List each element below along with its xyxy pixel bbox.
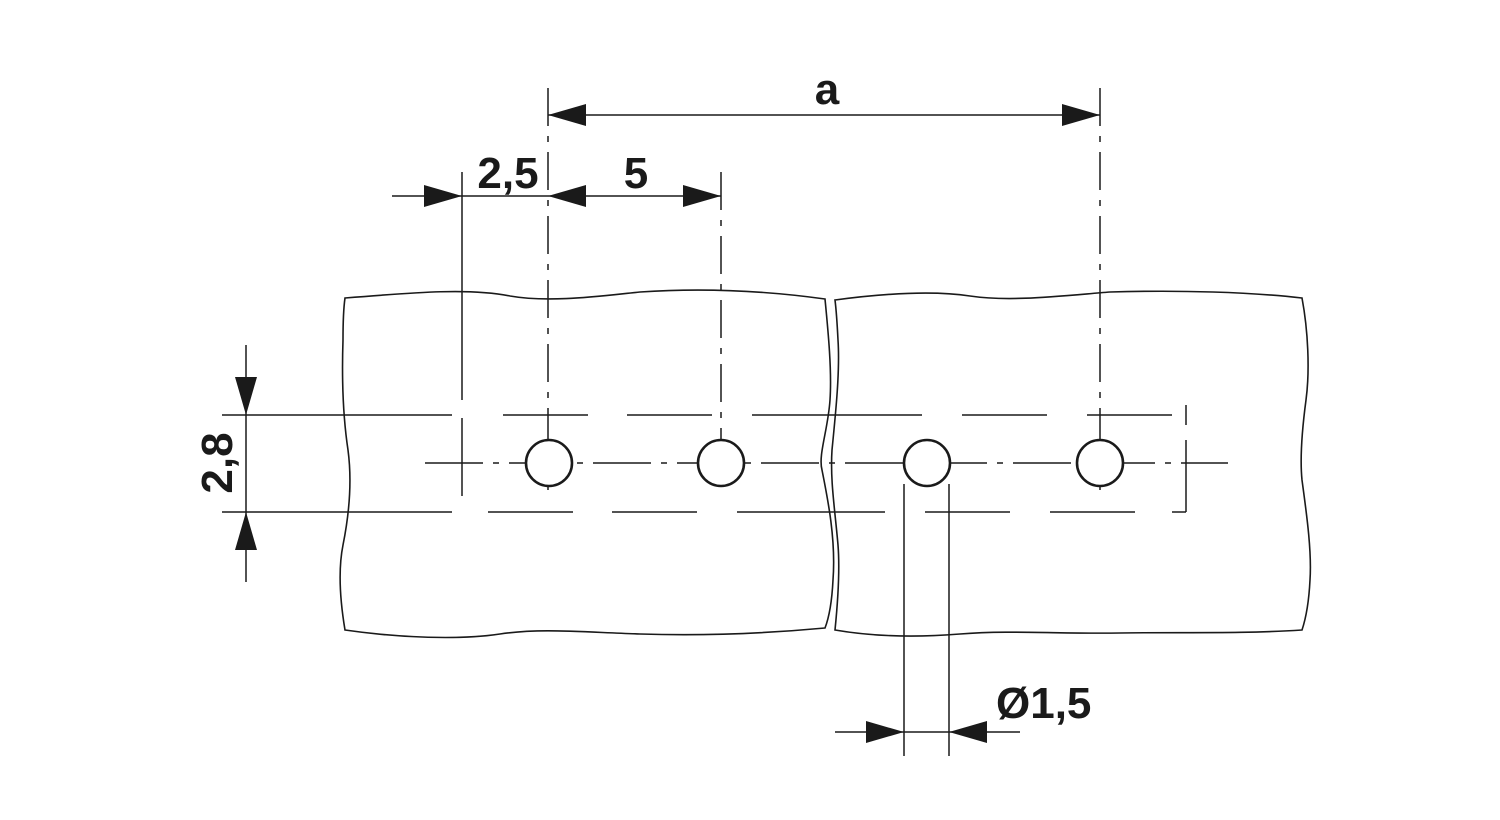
dimension-a-arrow-right — [1062, 104, 1100, 126]
hole-4 — [1075, 438, 1125, 488]
diameter-arrow-right — [949, 721, 987, 743]
dimension-5-arrow-right — [683, 185, 721, 207]
dimension-2-8-arrow-top — [235, 377, 257, 415]
dimension-2-5-arrow — [424, 185, 462, 207]
dimension-a-label: a — [815, 65, 840, 114]
hole-2 — [696, 438, 746, 488]
dimension-2-5-label: 2,5 — [477, 149, 538, 198]
dimension-5-label: 5 — [624, 149, 648, 198]
dimension-2-8-label: 2,8 — [193, 432, 242, 493]
dimension-a-arrow-left — [548, 104, 586, 126]
diameter-arrow-left — [866, 721, 904, 743]
left-board-outline — [339, 289, 835, 639]
diameter-label: Ø1,5 — [996, 679, 1091, 728]
hole-3 — [902, 438, 952, 488]
hole-1 — [524, 438, 574, 488]
dimension-2-8-arrow-bottom — [235, 512, 257, 550]
right-board-outline — [830, 290, 1312, 637]
dimension-5-arrow-left — [548, 185, 586, 207]
